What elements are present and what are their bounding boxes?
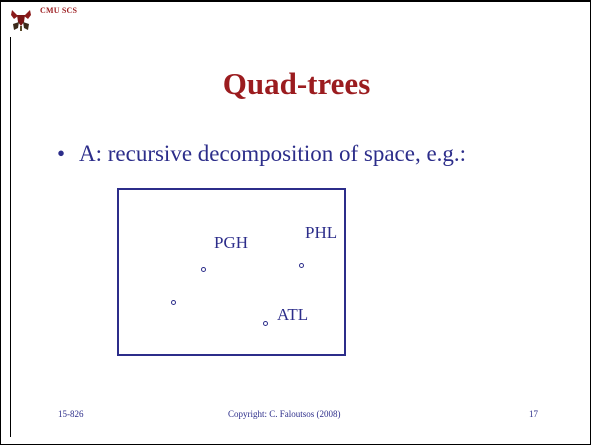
footer-copyright: Copyright: C. Faloutsos (2008) <box>228 409 341 419</box>
top-divider <box>1 1 590 2</box>
bullet-text: A: recursive decomposition of space, e.g… <box>79 141 467 166</box>
left-divider <box>10 37 11 437</box>
point-phl <box>299 263 304 268</box>
bullet-marker: • <box>57 141 66 166</box>
point-unlabeled <box>171 300 176 305</box>
org-label: CMU SCS <box>40 6 78 15</box>
city-label-atl: ATL <box>277 305 309 324</box>
bullet-item: • A: recursive decomposition of space, e.… <box>57 141 466 167</box>
point-pgh <box>201 267 206 272</box>
footer-course: 15-826 <box>58 409 84 419</box>
slide-title: Quad-trees <box>222 66 371 101</box>
city-label-pgh: PGH <box>214 233 249 252</box>
cmu-logo-icon <box>9 6 33 32</box>
city-label-phl: PHL <box>305 223 338 242</box>
point-atl <box>263 321 268 326</box>
space-map-box: PGH PHL ATL <box>117 188 346 356</box>
footer-page-number: 17 <box>529 409 538 419</box>
